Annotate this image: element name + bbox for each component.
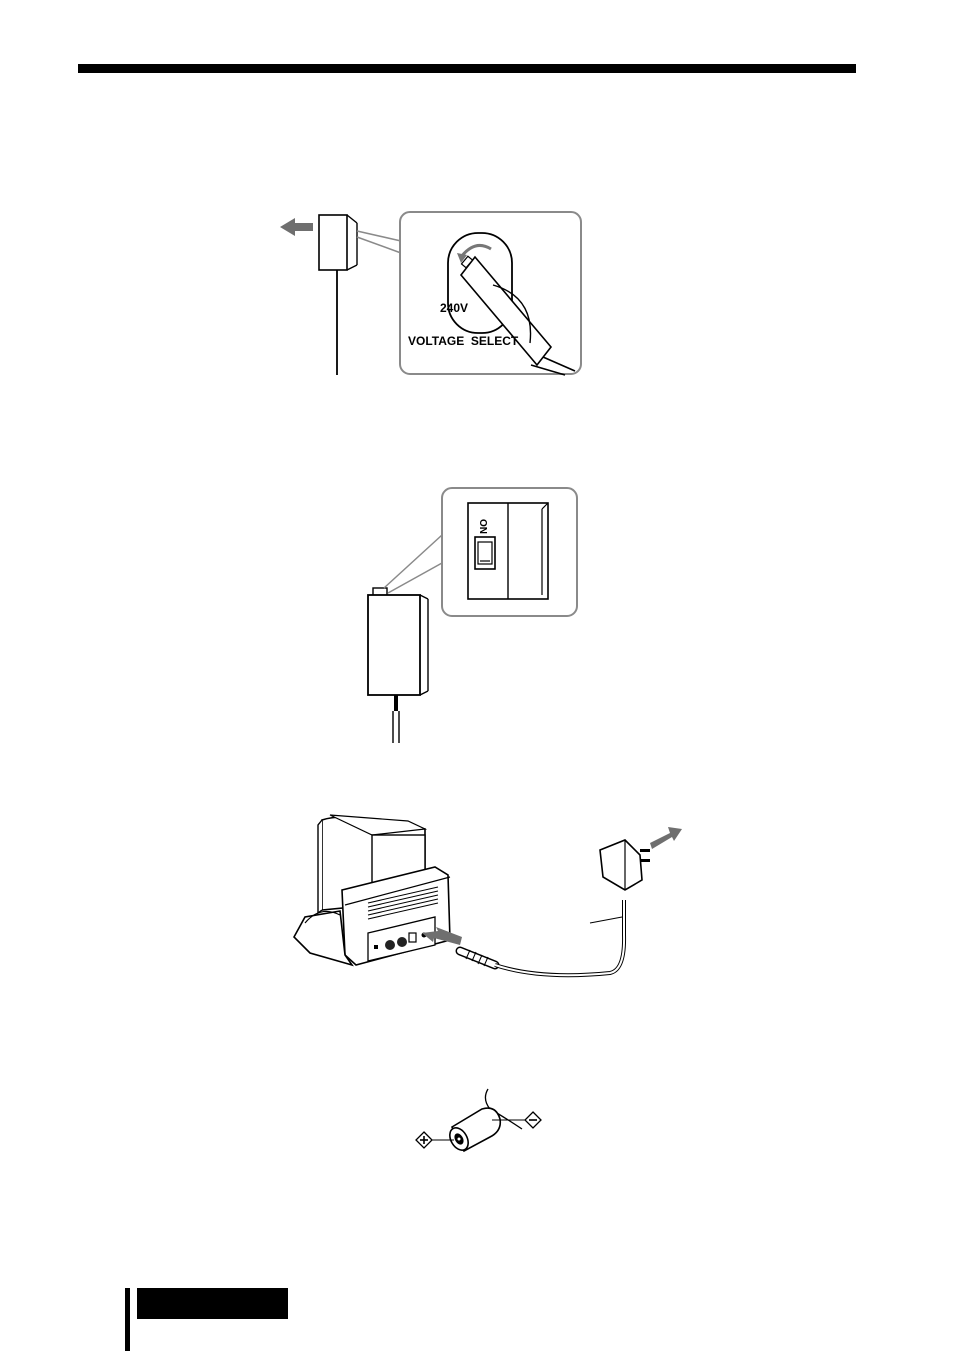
ac-adaptor-icon xyxy=(319,215,357,375)
power-switch-icon xyxy=(475,537,495,569)
power-switch-figure: ON xyxy=(360,485,585,745)
top-rule xyxy=(78,64,856,73)
voltage-select-figure: 240V VOLTAGE SELECT xyxy=(275,205,595,380)
stand-connection-figure xyxy=(290,805,690,985)
footer-side-bar xyxy=(125,1288,130,1351)
switch-on-label: ON xyxy=(477,519,488,534)
footer-tab xyxy=(137,1288,288,1319)
voltage-select-inset: 240V VOLTAGE SELECT xyxy=(400,212,581,375)
dc-plug-icon xyxy=(460,900,624,975)
voltage-select-label: VOLTAGE SELECT xyxy=(408,334,519,348)
plug-in-arrow-icon xyxy=(650,827,682,849)
positive-terminal-icon xyxy=(416,1132,454,1148)
charging-stand-icon xyxy=(294,815,450,965)
wall-adaptor-icon xyxy=(600,840,650,890)
dial-voltage-label: 240V xyxy=(440,301,468,315)
power-switch-inset: ON xyxy=(442,488,577,616)
power-adaptor-icon xyxy=(368,588,428,743)
polarity-figure xyxy=(412,1085,552,1155)
unplug-arrow-icon xyxy=(280,218,313,236)
plug-polarity-icon xyxy=(446,1089,522,1153)
